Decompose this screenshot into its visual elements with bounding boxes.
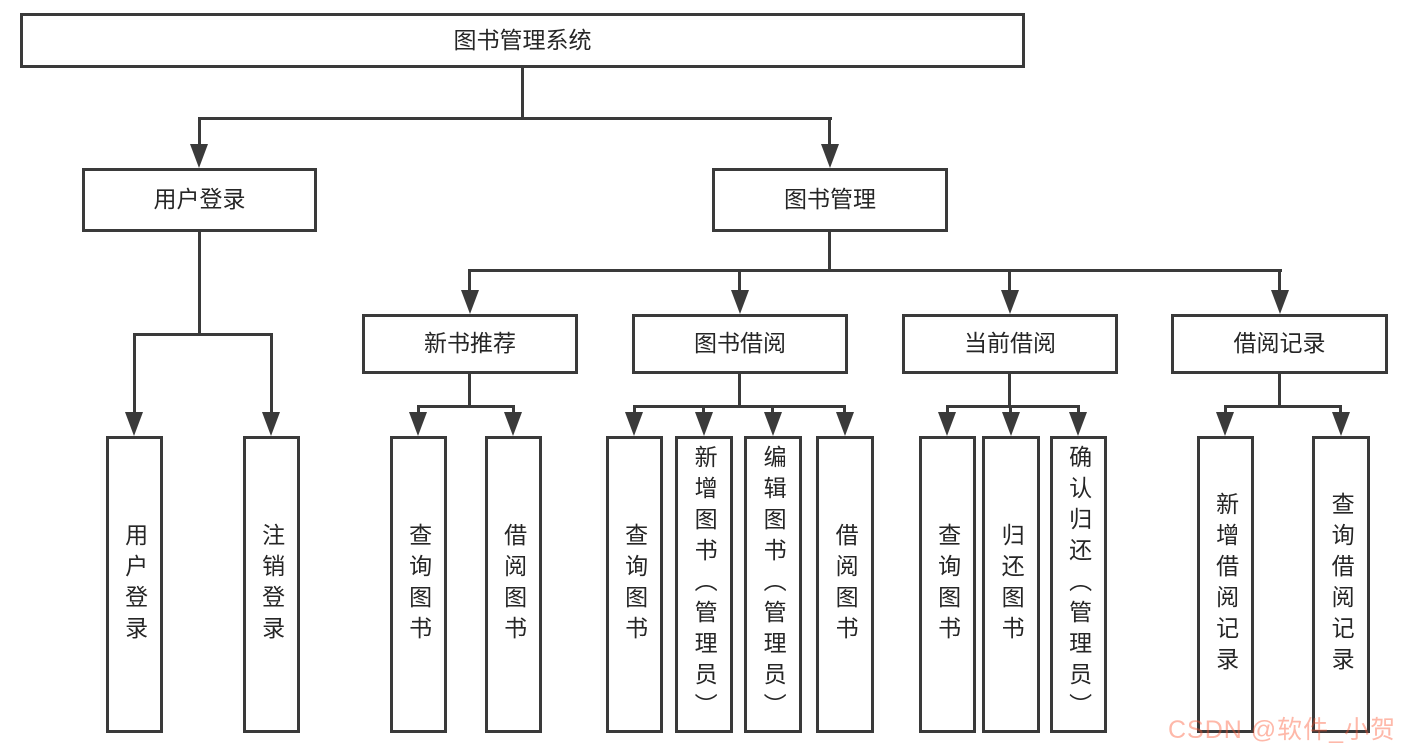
connector-line (198, 117, 832, 120)
node-borrow-records: 借阅记录 (1171, 314, 1388, 374)
arrowhead-icon (1216, 412, 1234, 436)
leaf-borrow-book-recommend: 借阅图书 (485, 436, 542, 733)
arrowhead-icon (625, 412, 643, 436)
arrowhead-icon (764, 412, 782, 436)
connector-line (738, 374, 741, 408)
arrowhead-icon (1001, 290, 1019, 314)
leaf-edit-book-admin: 编辑图书（管理员） (744, 436, 802, 733)
connector-line (1224, 405, 1227, 412)
connector-line (1008, 374, 1011, 408)
connector-line (771, 405, 774, 412)
node-current-borrow: 当前借阅 (902, 314, 1118, 374)
leaf-label: 查询图书 (621, 522, 648, 647)
connector-line (843, 405, 846, 412)
connector-line (1278, 374, 1281, 408)
arrowhead-icon (1069, 412, 1087, 436)
arrowhead-icon (1271, 290, 1289, 314)
connector-line (633, 405, 846, 408)
arrowhead-icon (190, 144, 208, 168)
leaf-add-book-admin: 新增图书（管理员） (675, 436, 733, 733)
arrowhead-icon (836, 412, 854, 436)
leaf-add-borrow-record: 新增借阅记录 (1197, 436, 1254, 733)
leaf-user-login: 用户登录 (106, 436, 163, 733)
leaf-query-book-current: 查询图书 (919, 436, 976, 733)
connector-line (270, 333, 273, 412)
leaf-label: 注销登录 (258, 522, 285, 647)
leaf-label: 查询图书 (405, 522, 432, 647)
node-book-management: 图书管理 (712, 168, 948, 232)
connector-line (133, 333, 136, 412)
leaf-borrow-book: 借阅图书 (816, 436, 874, 733)
node-library-management-system: 图书管理系统 (20, 13, 1025, 68)
node-new-book-recommend: 新书推荐 (362, 314, 578, 374)
connector-line (521, 68, 524, 120)
connector-line (738, 269, 741, 290)
arrowhead-icon (461, 290, 479, 314)
connector-line (1077, 405, 1080, 412)
arrowhead-icon (125, 412, 143, 436)
arrowhead-icon (1002, 412, 1020, 436)
arrowhead-icon (821, 144, 839, 168)
csdn-watermark: CSDN @软件_小贺同学 (1168, 716, 1397, 744)
connector-line (468, 269, 471, 290)
arrowhead-icon (1332, 412, 1350, 436)
connector-line (946, 405, 949, 412)
connector-line (417, 405, 420, 412)
leaf-label: 借阅图书 (500, 522, 527, 647)
leaf-label: 确认归还（管理员） (1065, 445, 1092, 724)
connector-line (633, 405, 636, 412)
connector-line (702, 405, 705, 412)
connector-line (1339, 405, 1342, 412)
connector-line (133, 333, 273, 336)
leaf-label: 借阅图书 (832, 522, 859, 647)
connector-line (828, 232, 831, 272)
connector-line (828, 120, 831, 146)
leaf-query-borrow-record: 查询借阅记录 (1312, 436, 1370, 733)
connector-line (1224, 405, 1342, 408)
leaf-return-book: 归还图书 (982, 436, 1040, 733)
node-book-borrow: 图书借阅 (632, 314, 848, 374)
arrowhead-icon (262, 412, 280, 436)
arrowhead-icon (938, 412, 956, 436)
node-user-login: 用户登录 (82, 168, 317, 232)
arrowhead-icon (409, 412, 427, 436)
arrowhead-icon (504, 412, 522, 436)
connector-line (198, 232, 201, 334)
leaf-label: 查询图书 (934, 522, 961, 647)
leaf-label: 新增图书（管理员） (691, 445, 718, 724)
connector-line (512, 405, 515, 412)
arrowhead-icon (731, 290, 749, 314)
connector-line (1278, 269, 1281, 290)
leaf-logout-login: 注销登录 (243, 436, 300, 733)
leaf-query-book-borrow: 查询图书 (606, 436, 663, 733)
leaf-confirm-return-admin: 确认归还（管理员） (1050, 436, 1107, 733)
connector-line (468, 374, 471, 408)
arrowhead-icon (695, 412, 713, 436)
leaf-label: 用户登录 (121, 522, 148, 647)
leaf-label: 查询借阅记录 (1328, 491, 1355, 678)
connector-line (417, 405, 515, 408)
leaf-label: 新增借阅记录 (1212, 491, 1239, 678)
leaf-label: 归还图书 (998, 522, 1025, 647)
connector-line (198, 120, 201, 146)
connector-line (1009, 405, 1012, 412)
leaf-label: 编辑图书（管理员） (760, 445, 787, 724)
connector-line (1008, 269, 1011, 290)
connector-line (468, 269, 1282, 272)
connector-line (946, 405, 1079, 408)
leaf-query-book-recommend: 查询图书 (390, 436, 447, 733)
